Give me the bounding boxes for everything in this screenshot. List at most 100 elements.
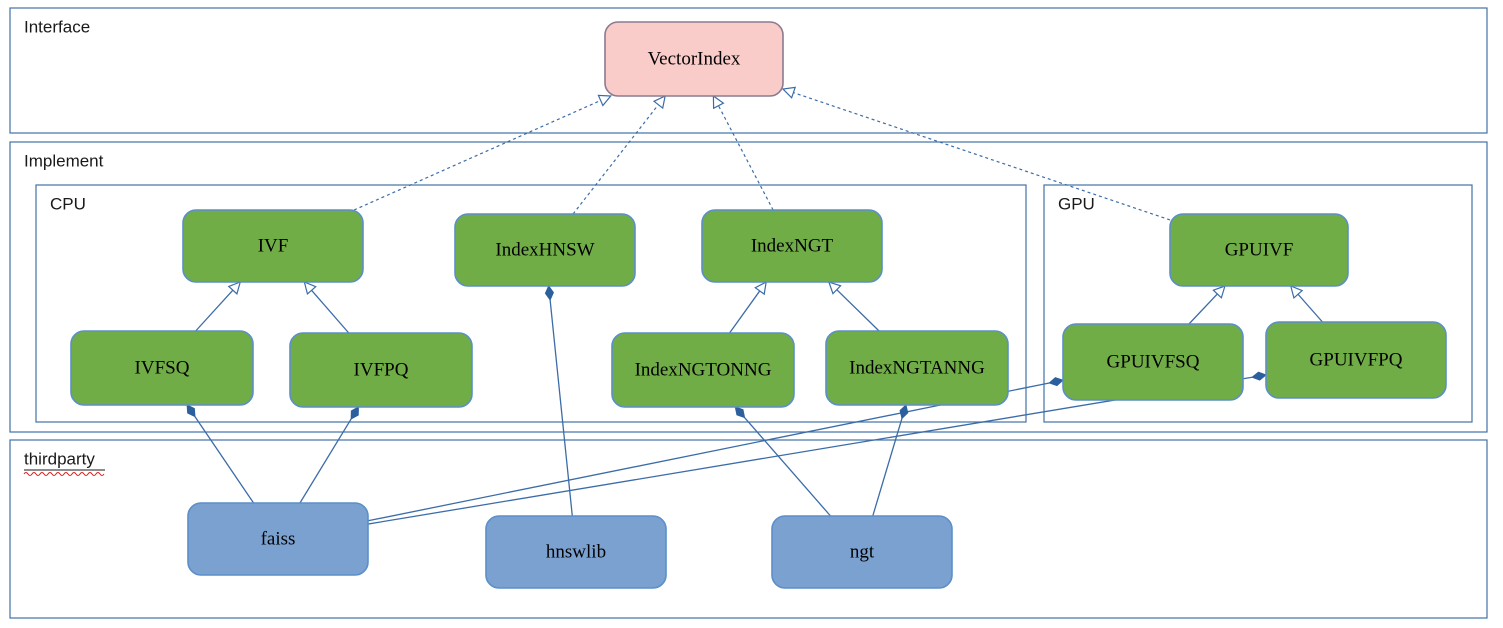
edge-ivf-to-vectorindex xyxy=(353,94,612,211)
node-box-ivf[interactable] xyxy=(182,209,364,283)
edge-line-inheritance xyxy=(311,289,350,334)
group-label-thirdparty: thirdparty xyxy=(24,449,95,468)
edge-gpuivf-to-vectorindex xyxy=(781,86,1171,221)
node-label-ivfpq: IVFPQ xyxy=(354,359,409,380)
edges-layer xyxy=(186,86,1323,525)
hollow-triangle-marker xyxy=(1212,285,1226,299)
filled-diamond-marker xyxy=(899,404,909,420)
edge-line-inheritance xyxy=(195,289,234,332)
node-label-ivf: IVF xyxy=(258,235,289,256)
edge-indexngt-to-vectorindex xyxy=(712,94,774,211)
edge-line-aggregation xyxy=(367,376,1253,525)
node-label-ivfsq: IVFSQ xyxy=(135,357,190,378)
edge-line-aggregation xyxy=(367,382,1050,522)
edge-faiss-to-gpuivfpq xyxy=(367,371,1267,525)
node-hnswlib[interactable]: hnswlib xyxy=(485,515,667,589)
edge-ivfsq-to-ivf xyxy=(195,281,242,332)
edge-indexngtanng-to-indexngt xyxy=(827,281,880,332)
node-ivf[interactable]: IVF xyxy=(182,209,364,283)
filled-diamond-marker xyxy=(1048,377,1064,387)
node-ivfsq[interactable]: IVFSQ xyxy=(70,330,254,406)
edge-gpuivfsq-to-gpuivf xyxy=(1188,285,1226,325)
edge-line-inheritance xyxy=(836,289,880,332)
group-label-implement: Implement xyxy=(24,151,104,170)
hollow-triangle-marker xyxy=(227,281,242,295)
node-label-indexngtonng: IndexNGTONNG xyxy=(635,359,772,380)
group-label-gpu: GPU xyxy=(1058,194,1095,213)
spellcheck-underline xyxy=(23,471,105,477)
node-box-ivfsq[interactable] xyxy=(70,330,254,406)
edge-line-aggregation xyxy=(299,418,352,504)
node-box-faiss[interactable] xyxy=(187,502,369,576)
edge-ivfpq-to-ivf xyxy=(303,280,350,334)
hollow-triangle-marker xyxy=(827,281,842,295)
edge-line-aggregation xyxy=(549,299,573,517)
node-box-gpuivfpq[interactable] xyxy=(1265,321,1447,399)
node-gpuivf[interactable]: GPUIVF xyxy=(1169,213,1349,287)
filled-diamond-marker xyxy=(350,406,359,420)
hollow-triangle-marker xyxy=(597,94,612,107)
hollow-triangle-marker xyxy=(303,280,317,296)
edge-indexngtonng-to-indexngt xyxy=(729,280,767,334)
filled-diamond-marker xyxy=(544,284,554,301)
edge-line-realization xyxy=(793,92,1171,221)
node-vectorindex[interactable]: VectorIndex xyxy=(604,21,784,97)
node-label-vectorindex: VectorIndex xyxy=(648,48,741,69)
hollow-triangle-marker xyxy=(754,280,767,296)
node-label-hnswlib: hnswlib xyxy=(546,541,606,562)
node-indexngtonng[interactable]: IndexNGTONNG xyxy=(611,332,795,408)
node-gpuivfsq[interactable]: GPUIVFSQ xyxy=(1062,323,1244,401)
edge-line-inheritance xyxy=(1188,293,1218,325)
node-box-hnswlib[interactable] xyxy=(485,515,667,589)
node-box-indexngtonng[interactable] xyxy=(611,332,795,408)
hollow-triangle-marker xyxy=(712,94,725,110)
node-label-indexngt: IndexNGT xyxy=(751,235,834,256)
edge-hnswlib-to-indexhnsw xyxy=(544,284,573,517)
edge-line-realization xyxy=(717,105,774,211)
node-label-gpuivf: GPUIVF xyxy=(1225,239,1294,260)
node-box-indexhnsw[interactable] xyxy=(454,213,636,287)
edge-gpuivfpq-to-gpuivf xyxy=(1289,284,1323,323)
hollow-triangle-marker xyxy=(1289,284,1304,299)
hollow-triangle-marker xyxy=(652,94,666,110)
node-box-vectorindex[interactable] xyxy=(604,21,784,97)
edge-ngt-to-indexngtanng xyxy=(872,404,909,517)
node-box-indexngt[interactable] xyxy=(701,209,883,283)
node-label-faiss: faiss xyxy=(261,528,296,549)
node-gpuivfpq[interactable]: GPUIVFPQ xyxy=(1265,321,1447,399)
edge-line-inheritance xyxy=(1297,293,1323,323)
edge-indexhnsw-to-vectorindex xyxy=(572,94,666,215)
node-box-ngt[interactable] xyxy=(771,515,953,589)
node-label-gpuivfsq: GPUIVFSQ xyxy=(1107,351,1200,372)
node-label-indexhnsw: IndexHNSW xyxy=(495,239,594,260)
node-ngt[interactable]: ngt xyxy=(771,515,953,589)
node-indexhnsw[interactable]: IndexHNSW xyxy=(454,213,636,287)
node-label-ngt: ngt xyxy=(850,541,875,562)
edge-faiss-to-ivfsq xyxy=(186,404,255,504)
node-label-indexngtanng: IndexNGTANNG xyxy=(849,357,985,378)
node-box-ivfpq[interactable] xyxy=(289,332,473,408)
filled-diamond-marker xyxy=(1251,371,1267,381)
hollow-triangle-marker xyxy=(781,86,797,99)
edge-faiss-to-ivfpq xyxy=(299,406,359,504)
edge-faiss-to-gpuivfsq xyxy=(367,377,1064,522)
edge-line-aggregation xyxy=(872,418,903,517)
edge-ngt-to-indexngtonng xyxy=(734,406,832,517)
node-faiss[interactable]: faiss xyxy=(187,502,369,576)
edge-line-inheritance xyxy=(729,290,761,334)
filled-diamond-marker xyxy=(734,406,746,419)
edge-line-aggregation xyxy=(744,417,832,517)
edge-line-realization xyxy=(353,99,601,211)
edge-line-realization xyxy=(572,104,659,215)
node-ivfpq[interactable]: IVFPQ xyxy=(289,332,473,408)
node-indexngt[interactable]: IndexNGT xyxy=(701,209,883,283)
filled-diamond-marker xyxy=(186,404,196,418)
node-label-gpuivfpq: GPUIVFPQ xyxy=(1310,349,1403,370)
node-box-gpuivfsq[interactable] xyxy=(1062,323,1244,401)
node-box-gpuivf[interactable] xyxy=(1169,213,1349,287)
node-indexngtanng[interactable]: IndexNGTANNG xyxy=(825,330,1009,406)
node-box-indexngtanng[interactable] xyxy=(825,330,1009,406)
